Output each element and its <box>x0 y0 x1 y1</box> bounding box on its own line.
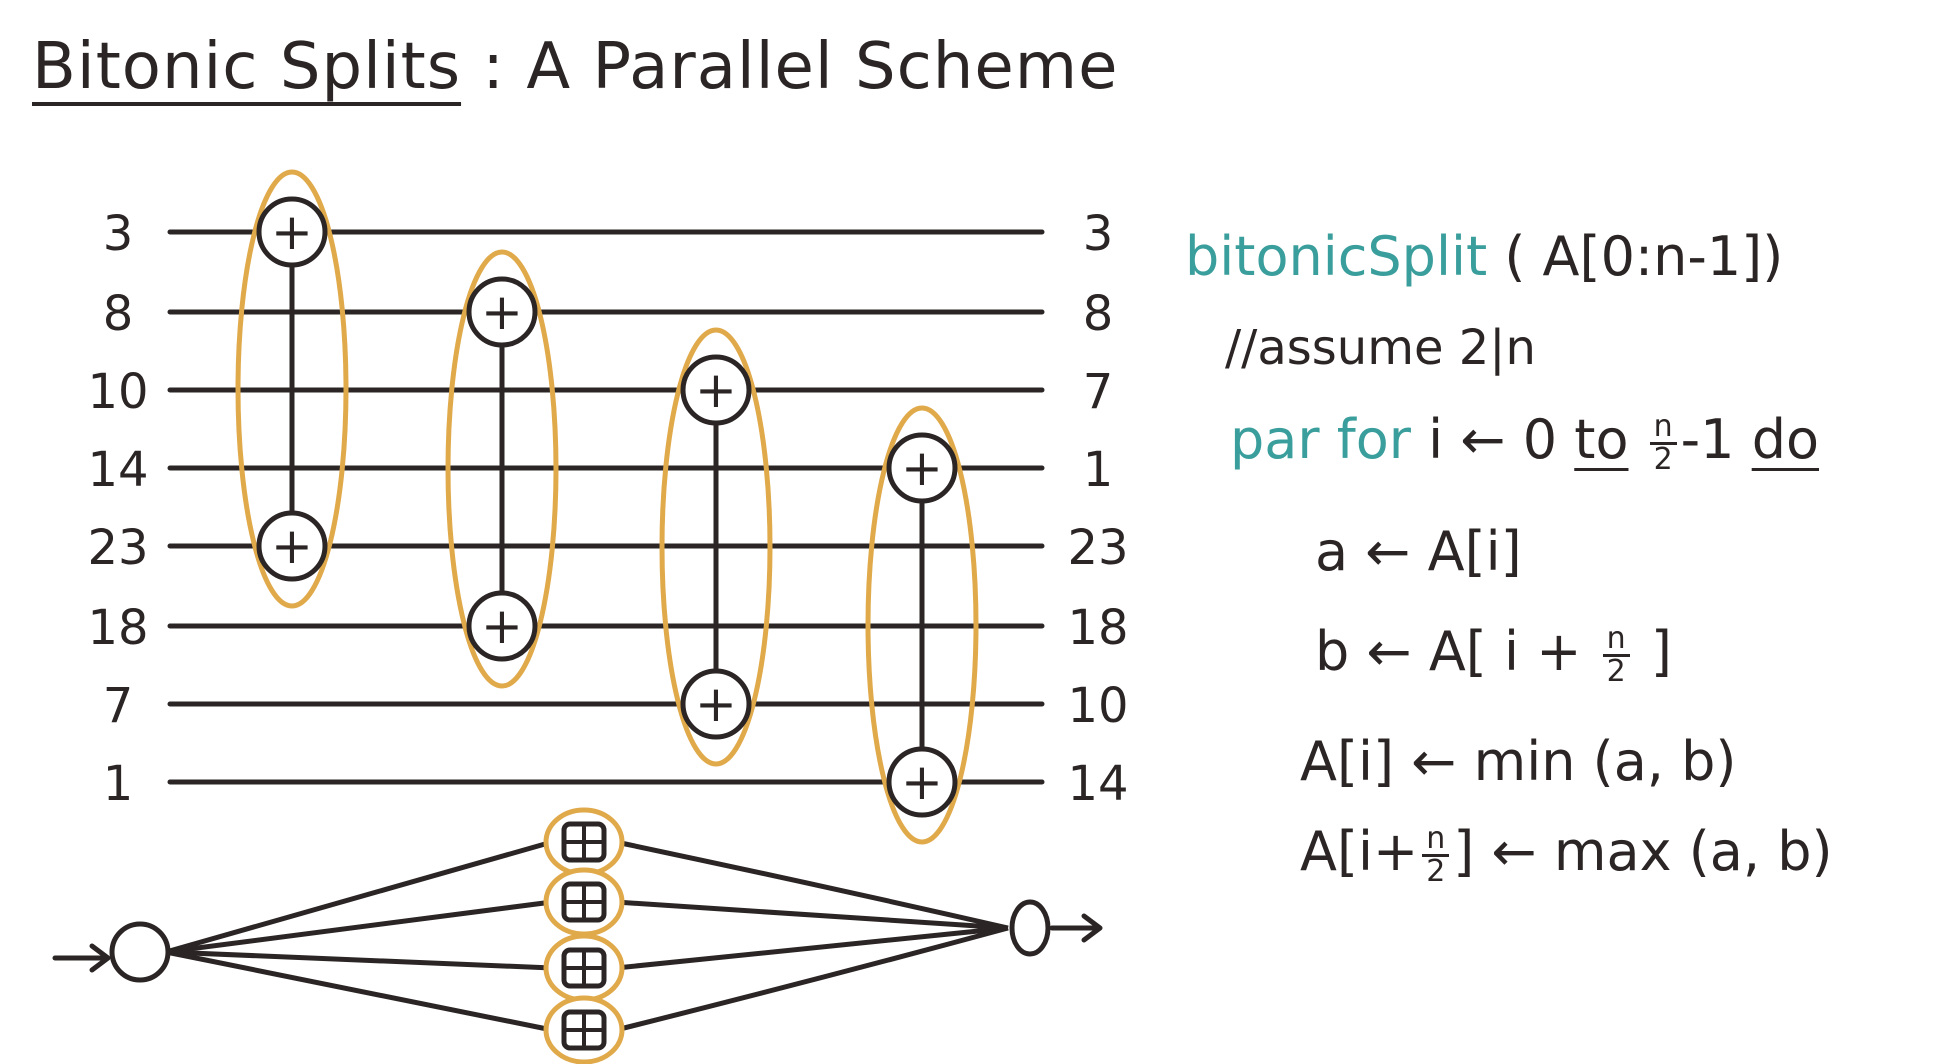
output-label: 1 <box>1083 442 1114 498</box>
slide-title: Bitonic Splits : A Parallel Scheme <box>32 30 1118 104</box>
sink-node <box>1009 899 1051 957</box>
comparator: ++ <box>235 169 349 609</box>
plus-symbol: + <box>695 361 737 419</box>
fraction-denominator: 2 <box>1426 853 1446 889</box>
comparator: ++ <box>445 249 559 689</box>
plus-symbol: + <box>695 675 737 733</box>
fraction-numerator: n <box>1422 823 1450 857</box>
code-line-b-post: ] <box>1650 620 1672 683</box>
input-label: 10 <box>87 364 148 420</box>
plus-node <box>680 354 752 426</box>
task-edge-out <box>615 925 1009 971</box>
output-label: 3 <box>1083 206 1114 262</box>
comparator-highlight <box>235 169 349 609</box>
code-do-keyword: do <box>1751 408 1820 471</box>
code-parfor-keyword: par for <box>1230 408 1411 471</box>
comparators: ++++++++ <box>235 169 979 845</box>
input-label: 7 <box>103 678 134 734</box>
title-underlined: Bitonic Splits <box>32 30 462 104</box>
code-loop-tail: -1 <box>1680 408 1735 471</box>
fraction-denominator: 2 <box>1653 441 1673 477</box>
code-fn-name: bitonicSplit <box>1185 225 1488 288</box>
source-node <box>109 921 171 983</box>
plus-symbol: + <box>271 517 313 575</box>
fraction-numerator: n <box>1649 411 1677 445</box>
task-edge-out <box>615 839 1009 931</box>
input-label: 3 <box>103 206 134 262</box>
fraction-denominator: 2 <box>1606 653 1626 689</box>
output-label: 14 <box>1067 756 1128 812</box>
task-edge-in <box>165 899 553 955</box>
code-comment: //assume 2|n <box>1225 320 1536 376</box>
input-labels: 3 8 10 14 23 18 7 1 <box>87 206 148 812</box>
task-edge-in <box>165 839 553 955</box>
plus-symbol: + <box>481 283 523 341</box>
comparator: ++ <box>865 405 979 845</box>
plus-symbol: + <box>271 203 313 261</box>
exit-arrowhead <box>1081 913 1103 943</box>
comparator: ++ <box>659 327 773 767</box>
plus-node <box>256 510 328 582</box>
plus-symbol: + <box>481 597 523 655</box>
task-edge-out <box>615 899 1009 931</box>
output-label: 7 <box>1083 364 1114 420</box>
comparator-highlight <box>659 327 773 767</box>
output-label: 23 <box>1067 520 1128 576</box>
plus-node <box>886 432 958 504</box>
input-label: 8 <box>103 286 134 342</box>
task-edge-out <box>615 925 1009 1033</box>
code-line-b-pre: b ← A[ i + <box>1315 620 1582 683</box>
plus-node <box>886 746 958 818</box>
comparator-highlight <box>445 249 559 689</box>
comparator-highlight <box>865 405 979 845</box>
output-label: 8 <box>1083 286 1114 342</box>
entry-arrowhead <box>89 943 111 973</box>
input-label: 14 <box>87 442 148 498</box>
input-label: 1 <box>103 756 134 812</box>
output-labels: 3 8 7 1 23 18 10 14 <box>1067 206 1128 812</box>
output-label: 10 <box>1067 678 1128 734</box>
code-loop-head: i ← 0 <box>1428 408 1558 471</box>
input-label: 18 <box>87 600 148 656</box>
plus-node <box>466 590 538 662</box>
title-rest: : A Parallel Scheme <box>482 30 1119 104</box>
output-label: 18 <box>1067 600 1128 656</box>
task-edge-in <box>165 949 553 1033</box>
plus-node <box>680 668 752 740</box>
code-fn-args: ( A[0:n-1]) <box>1504 225 1784 288</box>
fraction-numerator: n <box>1602 623 1630 657</box>
plus-symbol: + <box>901 753 943 811</box>
task-edge-in <box>165 949 553 971</box>
code-line-a: a ← A[i] <box>1315 520 1522 583</box>
plus-symbol: + <box>901 439 943 497</box>
code-line-max-post: ] ← max (a, b) <box>1453 820 1833 883</box>
network-wires <box>167 229 1045 785</box>
task-graph <box>52 807 1103 1064</box>
input-label: 23 <box>87 520 148 576</box>
code-line-min: A[i] ← min (a, b) <box>1300 730 1737 793</box>
plus-node <box>256 196 328 268</box>
code-signature: bitonicSplit ( A[0:n-1]) <box>1185 225 1783 288</box>
code-line-max-pre: A[i+ <box>1300 820 1419 883</box>
code-to-keyword: to <box>1574 408 1629 471</box>
plus-node <box>466 276 538 348</box>
